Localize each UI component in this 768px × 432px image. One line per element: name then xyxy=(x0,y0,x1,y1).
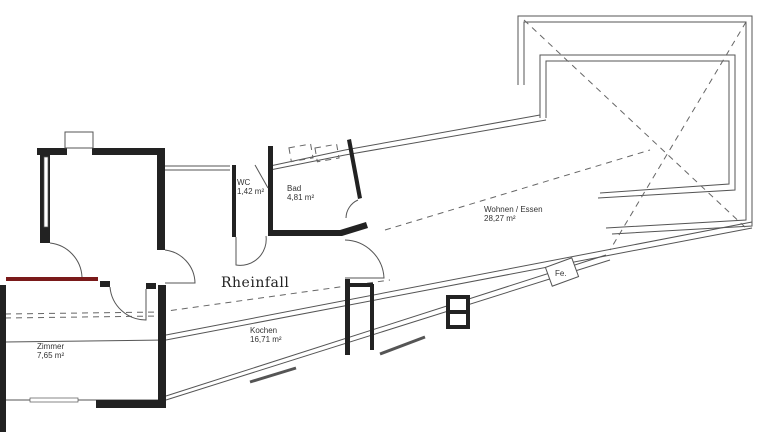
room-name-bad: Bad xyxy=(287,184,301,193)
door-swings xyxy=(49,199,385,321)
window-label: Fe. xyxy=(555,269,567,278)
room-name-kochen: Kochen xyxy=(250,326,277,335)
room-area-zimmer: 7,65 m² xyxy=(37,351,64,360)
room-name-wc: WC xyxy=(237,178,251,187)
room-name-wohnen: Wohnen / Essen xyxy=(484,205,543,214)
terrace-outline xyxy=(517,15,753,251)
window-marker[interactable]: Fe. xyxy=(544,257,580,287)
room-name-zimmer: Zimmer xyxy=(37,342,64,351)
room-area-wc: 1,42 m² xyxy=(237,187,264,196)
exterior-walls xyxy=(4,114,753,401)
room-walls xyxy=(0,131,470,432)
highlight-wall xyxy=(6,277,98,281)
room-area-bad: 4,81 m² xyxy=(287,193,314,202)
room-area-wohnen: 28,27 m² xyxy=(484,214,516,223)
room-area-kochen: 16,71 m² xyxy=(250,335,282,344)
plan-title: Rheinfall xyxy=(221,275,289,291)
